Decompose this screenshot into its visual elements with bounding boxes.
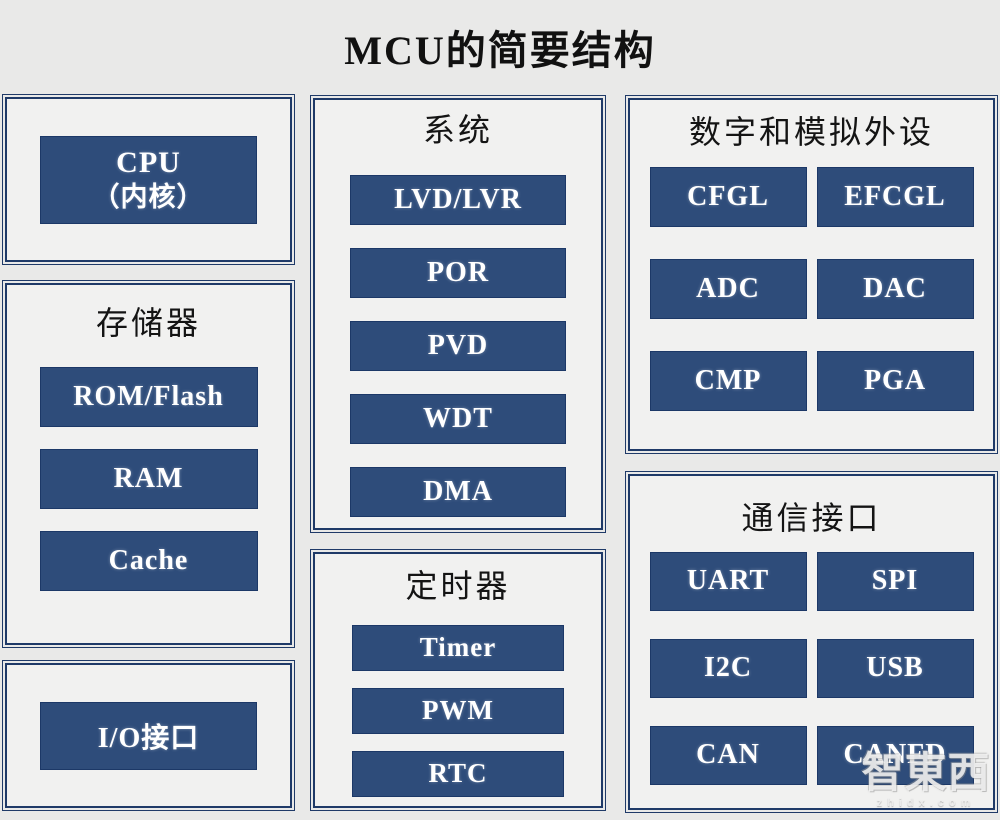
- block-spi: SPI: [816, 551, 974, 611]
- system-panel-title: 系统: [422, 112, 493, 148]
- peripherals-panel-title: 数字和模拟外设: [688, 114, 934, 150]
- block-cache: Cache: [39, 530, 258, 591]
- system-panel: 系统 LVD/LVR POR PVD WDT DMA: [313, 98, 603, 530]
- block-ram: RAM: [39, 448, 258, 509]
- block-io-interface: I/O接口: [40, 701, 257, 770]
- block-timer: Timer: [352, 624, 564, 671]
- block-usb: USB: [816, 638, 974, 698]
- comm-panel-title: 通信接口: [741, 500, 882, 536]
- io-panel: I/O接口: [5, 663, 292, 808]
- comm-grid: UART SPI I2C USB CAN CANFD: [630, 551, 993, 785]
- peripherals-grid: CFGL EFCGL ADC DAC CMP PGA: [630, 166, 993, 411]
- timer-panel: 定时器 Timer PWM RTC: [313, 552, 603, 808]
- block-uart: UART: [649, 551, 807, 611]
- block-can: CAN: [649, 725, 807, 785]
- block-canfd: CANFD: [816, 725, 974, 785]
- block-wdt: WDT: [350, 393, 566, 444]
- block-cmp: CMP: [649, 350, 807, 411]
- diagram-title: MCU的简要结构: [344, 28, 656, 73]
- block-adc: ADC: [649, 258, 807, 319]
- block-rom-flash: ROM/Flash: [39, 366, 258, 427]
- block-dac: DAC: [816, 258, 974, 319]
- communication-interface-panel: 通信接口 UART SPI I2C USB CAN CANFD: [628, 474, 995, 810]
- cpu-label-line2: （内核）: [92, 182, 205, 213]
- block-pga: PGA: [816, 350, 974, 411]
- memory-panel-title: 存储器: [95, 305, 201, 341]
- block-pwm: PWM: [352, 687, 564, 734]
- block-rtc: RTC: [352, 750, 564, 797]
- block-efcgl: EFCGL: [816, 166, 974, 227]
- block-cfgl: CFGL: [649, 166, 807, 227]
- block-lvd-lvr: LVD/LVR: [350, 174, 566, 225]
- block-cpu: CPU （内核）: [40, 135, 257, 224]
- memory-panel: 存储器 ROM/Flash RAM Cache: [5, 283, 292, 645]
- cpu-label-line1: CPU: [116, 145, 181, 179]
- block-i2c: I2C: [649, 638, 807, 698]
- digital-analog-peripherals-panel: 数字和模拟外设 CFGL EFCGL ADC DAC CMP PGA: [628, 98, 995, 451]
- block-por: POR: [350, 247, 566, 298]
- timer-panel-title: 定时器: [405, 568, 511, 604]
- block-pvd: PVD: [350, 320, 566, 371]
- cpu-panel: CPU （内核）: [5, 97, 292, 262]
- block-dma: DMA: [350, 466, 566, 517]
